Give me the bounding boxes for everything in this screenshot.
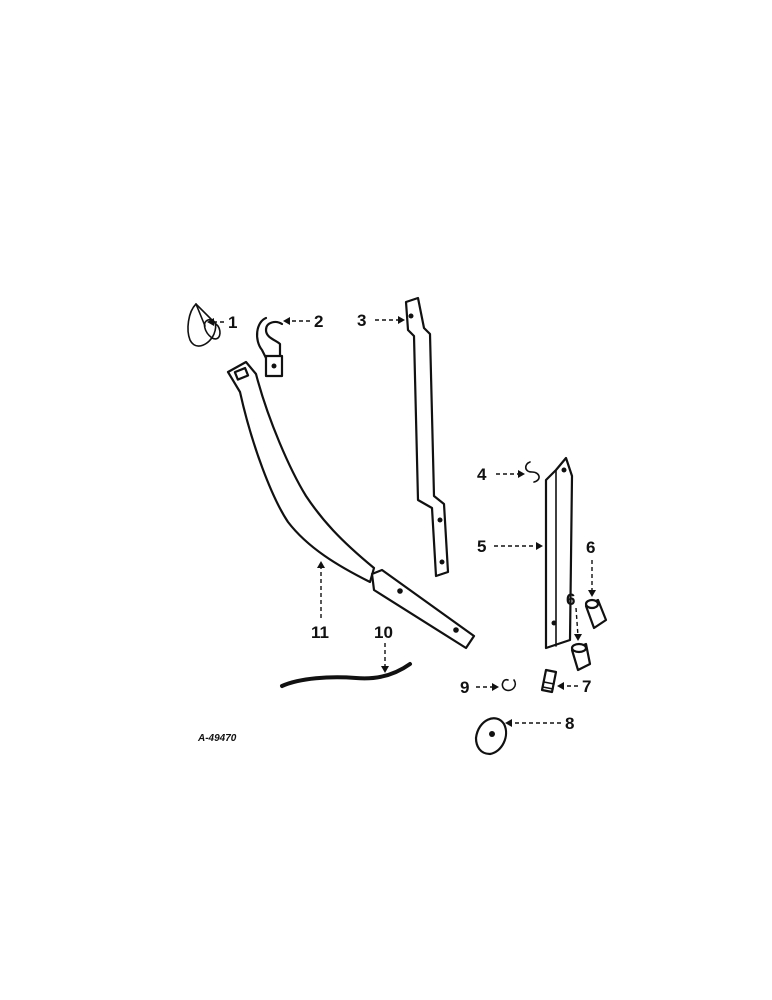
part-4-s-hook [524,461,540,483]
part-6-bushing-upper [584,598,608,630]
part-7-screw [540,668,558,694]
part-8-pulley [474,717,508,756]
part-9-s-hook [501,678,517,692]
part-5-angle-bar [544,456,574,650]
leader-lines [207,316,596,727]
callout-labels: 1 2 3 4 5 6 6 7 8 9 10 11 [228,311,595,733]
part-11-curved-bar [226,360,376,584]
callout-11: 11 [311,623,329,642]
part-2-clamp [256,316,284,378]
callout-9: 9 [460,678,469,697]
callout-6-upper: 6 [586,538,595,557]
part-1-wire-clip [187,302,221,347]
part-10-strap [370,568,476,650]
drawing-code: A-49470 [197,733,237,744]
callout-1: 1 [228,313,237,332]
callout-10: 10 [374,623,393,642]
callout-4: 4 [477,465,487,484]
part-3-bracket [404,296,450,578]
cable [280,662,412,688]
callout-2: 2 [314,312,323,331]
callout-7: 7 [582,677,591,696]
callout-5: 5 [477,537,486,556]
callout-6-lower: 6 [566,590,575,609]
callout-8: 8 [565,714,574,733]
part-6-bushing-lower [570,642,592,672]
callout-3: 3 [357,311,366,330]
